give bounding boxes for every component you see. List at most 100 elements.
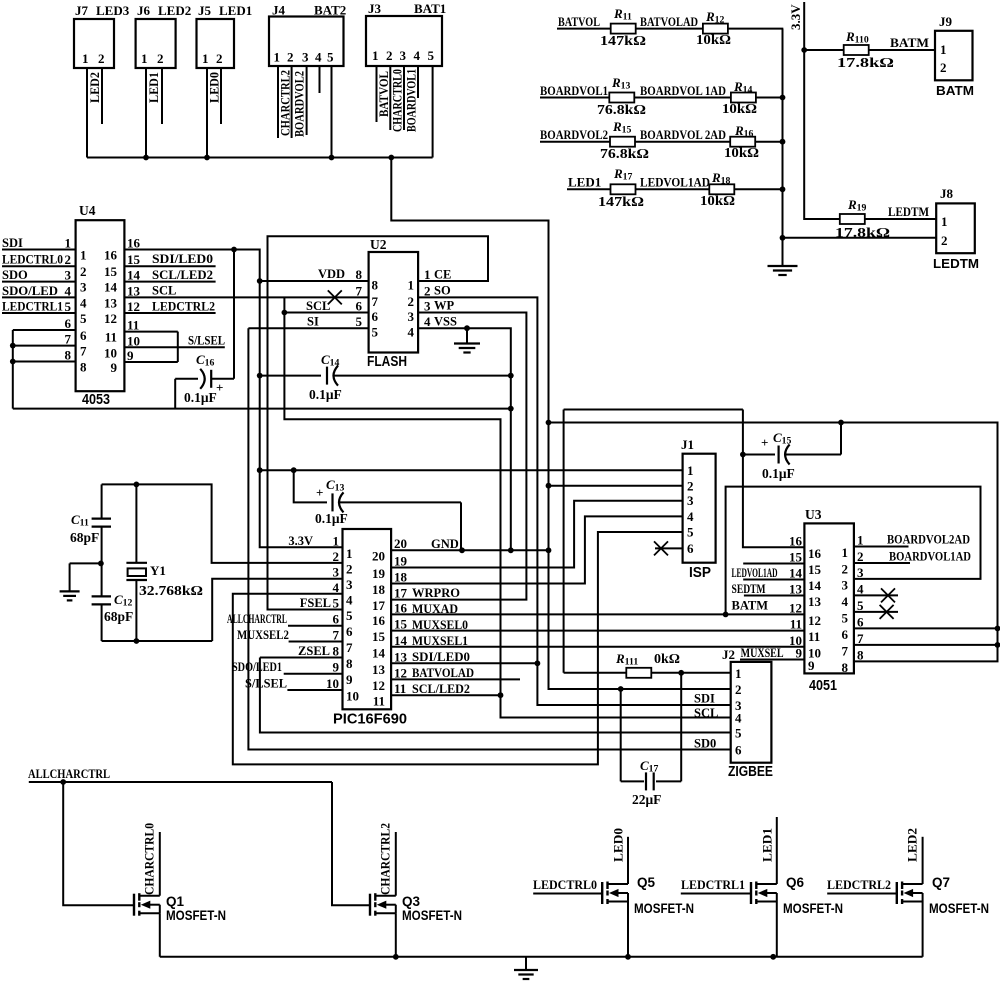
svg-text:MUXSEL: MUXSEL: [741, 646, 784, 660]
svg-text:BOARDVOL 1AD: BOARDVOL 1AD: [640, 83, 726, 98]
svg-text:1: 1: [82, 51, 89, 66]
svg-text:BOARDVOL2AD: BOARDVOL2AD: [887, 533, 970, 547]
svg-text:8: 8: [80, 360, 87, 375]
svg-text:R18: R18: [711, 170, 731, 187]
svg-text:13: 13: [127, 283, 141, 298]
svg-text:2: 2: [157, 51, 164, 66]
svg-text:BATVOL: BATVOL: [377, 71, 391, 117]
svg-text:LED2: LED2: [88, 72, 102, 103]
svg-text:BOARDVOL2: BOARDVOL2: [540, 127, 608, 142]
svg-text:S/LSEL: S/LSEL: [188, 334, 225, 348]
svg-text:14: 14: [372, 645, 386, 660]
svg-text:9: 9: [796, 646, 803, 661]
svg-text:5: 5: [346, 608, 353, 623]
svg-text:10: 10: [346, 689, 359, 704]
svg-text:1: 1: [372, 48, 379, 63]
svg-text:ALLCHARCTRL: ALLCHARCTRL: [28, 766, 110, 781]
svg-text:1: 1: [842, 545, 849, 560]
svg-text:147kΩ: 147kΩ: [598, 195, 644, 210]
svg-text:3: 3: [735, 698, 742, 713]
svg-text:MOSFET-N: MOSFET-N: [402, 908, 462, 923]
svg-text:11: 11: [105, 330, 117, 345]
svg-text:BAT1: BAT1: [414, 1, 446, 16]
svg-text:LED1: LED1: [568, 175, 601, 190]
svg-text:6: 6: [333, 612, 340, 627]
svg-text:C17: C17: [640, 758, 659, 775]
svg-text:2: 2: [386, 48, 393, 63]
svg-text:9: 9: [111, 360, 118, 375]
svg-text:15: 15: [372, 629, 386, 644]
svg-text:BAT2: BAT2: [314, 3, 346, 18]
svg-text:Y1: Y1: [150, 563, 166, 578]
svg-text:16: 16: [808, 546, 822, 561]
svg-text:MUXSEL0: MUXSEL0: [412, 618, 468, 632]
svg-text:MUXSEL2: MUXSEL2: [237, 628, 289, 642]
svg-text:20: 20: [394, 536, 407, 551]
svg-text:5: 5: [356, 314, 363, 329]
svg-text:SDI: SDI: [2, 236, 23, 250]
svg-text:7: 7: [372, 294, 379, 309]
svg-text:12: 12: [372, 678, 385, 693]
svg-text:BOARDVOL2: BOARDVOL2: [293, 71, 307, 137]
svg-text:U4: U4: [79, 203, 96, 218]
svg-text:LED0: LED0: [612, 828, 626, 862]
svg-text:BOARDVOL 2AD: BOARDVOL 2AD: [640, 127, 726, 142]
svg-text:4: 4: [315, 50, 322, 65]
svg-text:VSS: VSS: [434, 315, 457, 329]
svg-text:12: 12: [394, 665, 407, 680]
svg-text:5: 5: [857, 598, 864, 613]
svg-text:ISP: ISP: [689, 565, 711, 581]
svg-text:18: 18: [394, 570, 408, 585]
svg-text:3: 3: [302, 50, 309, 65]
svg-text:J8: J8: [940, 186, 954, 201]
svg-text:11: 11: [790, 617, 802, 632]
svg-text:4: 4: [687, 509, 694, 524]
svg-text:J3: J3: [368, 1, 382, 16]
svg-text:SDO/LED: SDO/LED: [2, 284, 58, 298]
svg-text:MUXSEL1: MUXSEL1: [412, 634, 468, 648]
svg-text:C15: C15: [773, 430, 792, 447]
svg-text:LEDVOL1AD: LEDVOL1AD: [732, 566, 778, 580]
svg-text:9: 9: [333, 660, 340, 675]
svg-text:C11: C11: [71, 512, 89, 529]
svg-text:5: 5: [327, 50, 334, 65]
svg-text:BATM: BATM: [732, 599, 769, 613]
svg-text:10kΩ: 10kΩ: [724, 146, 759, 161]
svg-text:WP: WP: [434, 299, 455, 313]
svg-text:2: 2: [735, 682, 742, 697]
svg-text:17.8kΩ: 17.8kΩ: [837, 56, 894, 71]
svg-text:6: 6: [80, 328, 87, 343]
svg-text:17: 17: [372, 598, 386, 613]
svg-text:7: 7: [857, 631, 864, 646]
svg-text:3: 3: [857, 565, 864, 580]
svg-text:2: 2: [424, 283, 431, 298]
svg-text:LEDCTRL0: LEDCTRL0: [533, 877, 597, 892]
svg-text:U3: U3: [805, 507, 822, 522]
svg-text:BOARDVOL1: BOARDVOL1: [405, 69, 419, 132]
svg-text:MOSFET-N: MOSFET-N: [166, 908, 226, 923]
svg-text:SCL: SCL: [306, 299, 330, 313]
svg-text:17: 17: [394, 586, 408, 601]
svg-text:3: 3: [333, 565, 340, 580]
svg-text:5: 5: [687, 525, 694, 540]
svg-text:2: 2: [687, 479, 694, 494]
svg-text:5: 5: [80, 311, 87, 326]
svg-text:R110: R110: [845, 29, 869, 46]
svg-text:2: 2: [287, 50, 294, 65]
svg-text:10kΩ: 10kΩ: [700, 194, 735, 209]
svg-text:3: 3: [408, 309, 415, 324]
svg-text:13: 13: [394, 649, 408, 664]
svg-text:LEDVOL1AD: LEDVOL1AD: [640, 175, 710, 190]
svg-text:8: 8: [65, 348, 72, 363]
svg-text:VDD: VDD: [318, 267, 345, 281]
svg-text:Q6: Q6: [786, 875, 805, 890]
svg-text:CHARCTRL2: CHARCTRL2: [379, 823, 393, 895]
svg-text:Q3: Q3: [402, 894, 421, 909]
svg-text:20: 20: [372, 548, 385, 563]
svg-text:1: 1: [857, 533, 864, 548]
svg-text:8: 8: [346, 656, 353, 671]
svg-text:SCL: SCL: [694, 706, 718, 720]
svg-text:SDO/LED1: SDO/LED1: [232, 660, 282, 674]
svg-text:5: 5: [842, 610, 849, 625]
svg-text:J4: J4: [272, 3, 286, 18]
